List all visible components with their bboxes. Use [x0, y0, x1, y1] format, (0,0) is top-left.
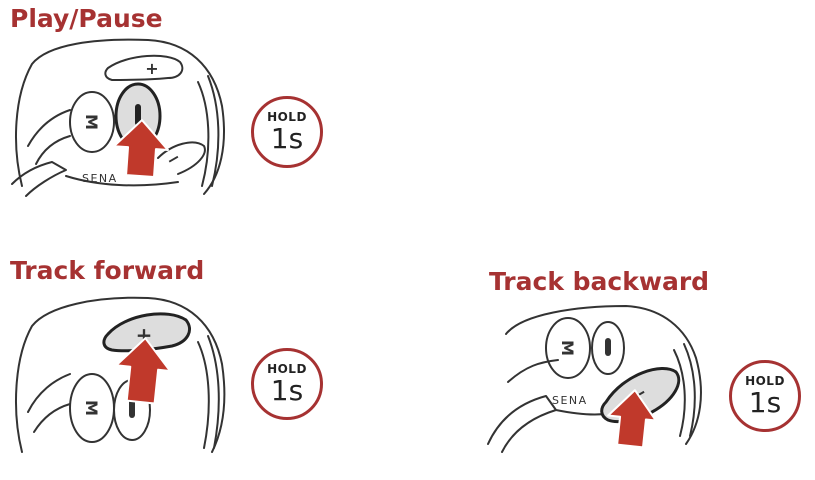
hold-badge-label: HOLD [267, 110, 307, 124]
headset-illustration-play-pause: M + − SENA [11, 38, 225, 197]
section-title-track-forward: Track forward [10, 256, 205, 285]
press-arrow-icon [113, 119, 169, 179]
headset-illustration-track-backward: − M SENA [487, 305, 702, 453]
boom-mic [487, 395, 557, 453]
brand-label: SENA [552, 394, 588, 407]
plus-button-outline [104, 54, 184, 81]
mode-button-label: M [82, 400, 101, 416]
section-title-play-pause: Play/Pause [10, 4, 163, 33]
hold-badge-duration: 1s [270, 122, 304, 155]
center-button-outline [591, 321, 625, 375]
mode-button-outline [69, 91, 115, 153]
mode-button-outline [545, 317, 591, 379]
brand-label: SENA [82, 172, 118, 185]
headset-illustration-track-forward: + M [15, 296, 226, 453]
hold-badge-play-pause: HOLD 1s [251, 96, 323, 168]
section-title-track-backward: Track backward [489, 267, 710, 296]
mode-button-label: M [82, 114, 101, 130]
plus-button-label: + [145, 59, 158, 78]
hold-badge-label: HOLD [267, 362, 307, 376]
hold-badge-track-backward: HOLD 1s [729, 360, 801, 432]
boom-mic [11, 161, 67, 197]
plus-button-highlight [102, 312, 191, 353]
headset-housing [15, 38, 225, 195]
hold-badge-track-forward: HOLD 1s [251, 348, 323, 420]
press-arrow-icon [607, 389, 657, 449]
headset-housing [15, 296, 226, 453]
mode-button-label: M [558, 340, 577, 356]
hold-badge-duration: 1s [270, 374, 304, 407]
headset-housing [505, 305, 702, 445]
hold-badge-duration: 1s [748, 386, 782, 419]
press-arrow-icon [115, 337, 172, 405]
minus-button-outline [157, 141, 206, 175]
hold-badge-label: HOLD [745, 374, 785, 388]
